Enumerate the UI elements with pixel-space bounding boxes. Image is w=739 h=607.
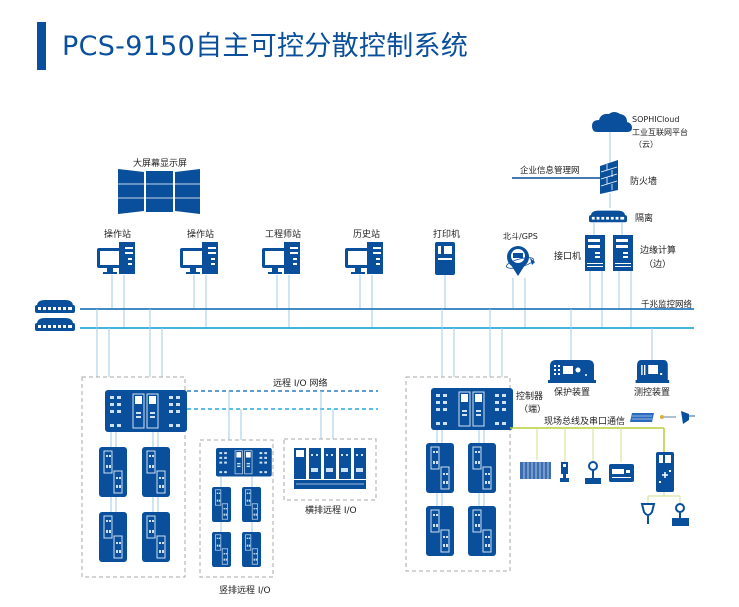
io-module-icon	[241, 486, 262, 523]
io-module-icon	[98, 511, 128, 563]
isolation-label: 隔离	[635, 214, 654, 224]
cloud-icon	[592, 112, 632, 132]
controller-label-line2: （端）	[519, 405, 547, 415]
fieldbus-label: 现场总线及串口通信	[544, 417, 626, 427]
controller-cabinet-right	[405, 376, 511, 572]
operator-station-2-icon	[180, 242, 218, 274]
edge-computing-label-line2: （边）	[644, 260, 672, 270]
printer-label: 打印机	[433, 230, 461, 240]
controller-main-unit-right-icon	[430, 387, 514, 431]
fieldbus-lines	[510, 427, 665, 452]
interface-machine-server-icon	[585, 235, 605, 271]
plc-rack-icon	[520, 462, 551, 479]
cloud-label-line3: （云）	[634, 140, 658, 149]
gps-icon	[506, 246, 535, 276]
gigabit-network-label: 千兆监控网络	[641, 300, 693, 310]
printer-icon	[435, 242, 455, 275]
interface-machine-label: 接口机	[554, 252, 582, 262]
station-label-3: 工程师站	[265, 230, 302, 240]
controller-main-unit-left-icon	[104, 389, 188, 433]
io-module-icon	[467, 442, 497, 494]
edge-computing-label-line1: 边缘计算	[640, 246, 677, 256]
controller-label-line1: 控制器	[516, 392, 544, 402]
io-module-icon	[467, 505, 497, 557]
io-module-icon	[425, 442, 455, 494]
io-module-icon	[211, 531, 232, 568]
firewall-label: 防火墙	[630, 177, 658, 187]
smart-instrument-icon	[656, 452, 674, 492]
protection-device-label: 保护装置	[554, 388, 591, 398]
io-module-icon	[241, 531, 262, 568]
remote-io-network-label: 远程 I/O 网络	[273, 379, 328, 389]
flowmeter-icon	[585, 461, 601, 484]
horizontal-remote-io-label: 横排远程 I/O	[305, 506, 357, 516]
station-label-2: 操作站	[187, 230, 215, 240]
transmitter-icon	[560, 462, 569, 482]
isolation-switch-icon	[589, 210, 627, 223]
station-drop-lines	[111, 271, 632, 329]
station-label-1: 操作站	[104, 230, 132, 240]
cloud-label-line1: SOPHICloud	[632, 115, 680, 124]
history-station-icon	[345, 242, 383, 274]
station-label-4: 历史站	[353, 230, 381, 240]
network-switch-b-icon	[35, 318, 75, 331]
network-switch-a-icon	[35, 300, 75, 313]
flow-sensor-icon	[672, 503, 689, 526]
edge-computing-server-icon	[613, 235, 633, 271]
controller-cabinet-left	[81, 376, 186, 578]
engineer-station-icon	[262, 242, 300, 274]
protection-device-icon	[548, 360, 596, 383]
protocol-logos	[630, 411, 695, 424]
io-module-icon	[141, 511, 171, 563]
analyzer-icon	[609, 464, 634, 482]
enterprise-network-label: 企业信息管理网	[520, 166, 580, 176]
vertical-remote-io-cabinet	[199, 439, 274, 578]
horizontal-remote-io-cabinet	[283, 438, 377, 501]
io-module-icon	[98, 446, 128, 498]
operator-station-1-icon	[97, 242, 135, 274]
io-module-icon	[425, 505, 455, 557]
big-screen-label: 大屏幕显示屏	[133, 159, 188, 169]
page-title: PCS-9150自主可控分散控制系统	[62, 31, 469, 62]
io-module-icon	[211, 486, 232, 523]
horizontal-remote-io-rack-icon	[294, 448, 366, 489]
cloud-label-line2: 工业互联网平台	[632, 128, 688, 137]
io-module-icon	[141, 446, 171, 498]
gps-label: 北斗/GPS	[503, 232, 538, 241]
video-wall-icon	[118, 169, 200, 214]
measurement-control-device-label: 测控装置	[634, 388, 671, 398]
measurement-control-device-icon	[635, 360, 670, 383]
vertical-remote-io-label: 竖排远程 I/O	[219, 586, 271, 596]
title-accent-bar	[37, 22, 46, 70]
pressure-sensor-icon	[640, 503, 656, 524]
remote-io-main-unit-icon	[215, 447, 273, 477]
firewall-icon	[600, 160, 618, 194]
